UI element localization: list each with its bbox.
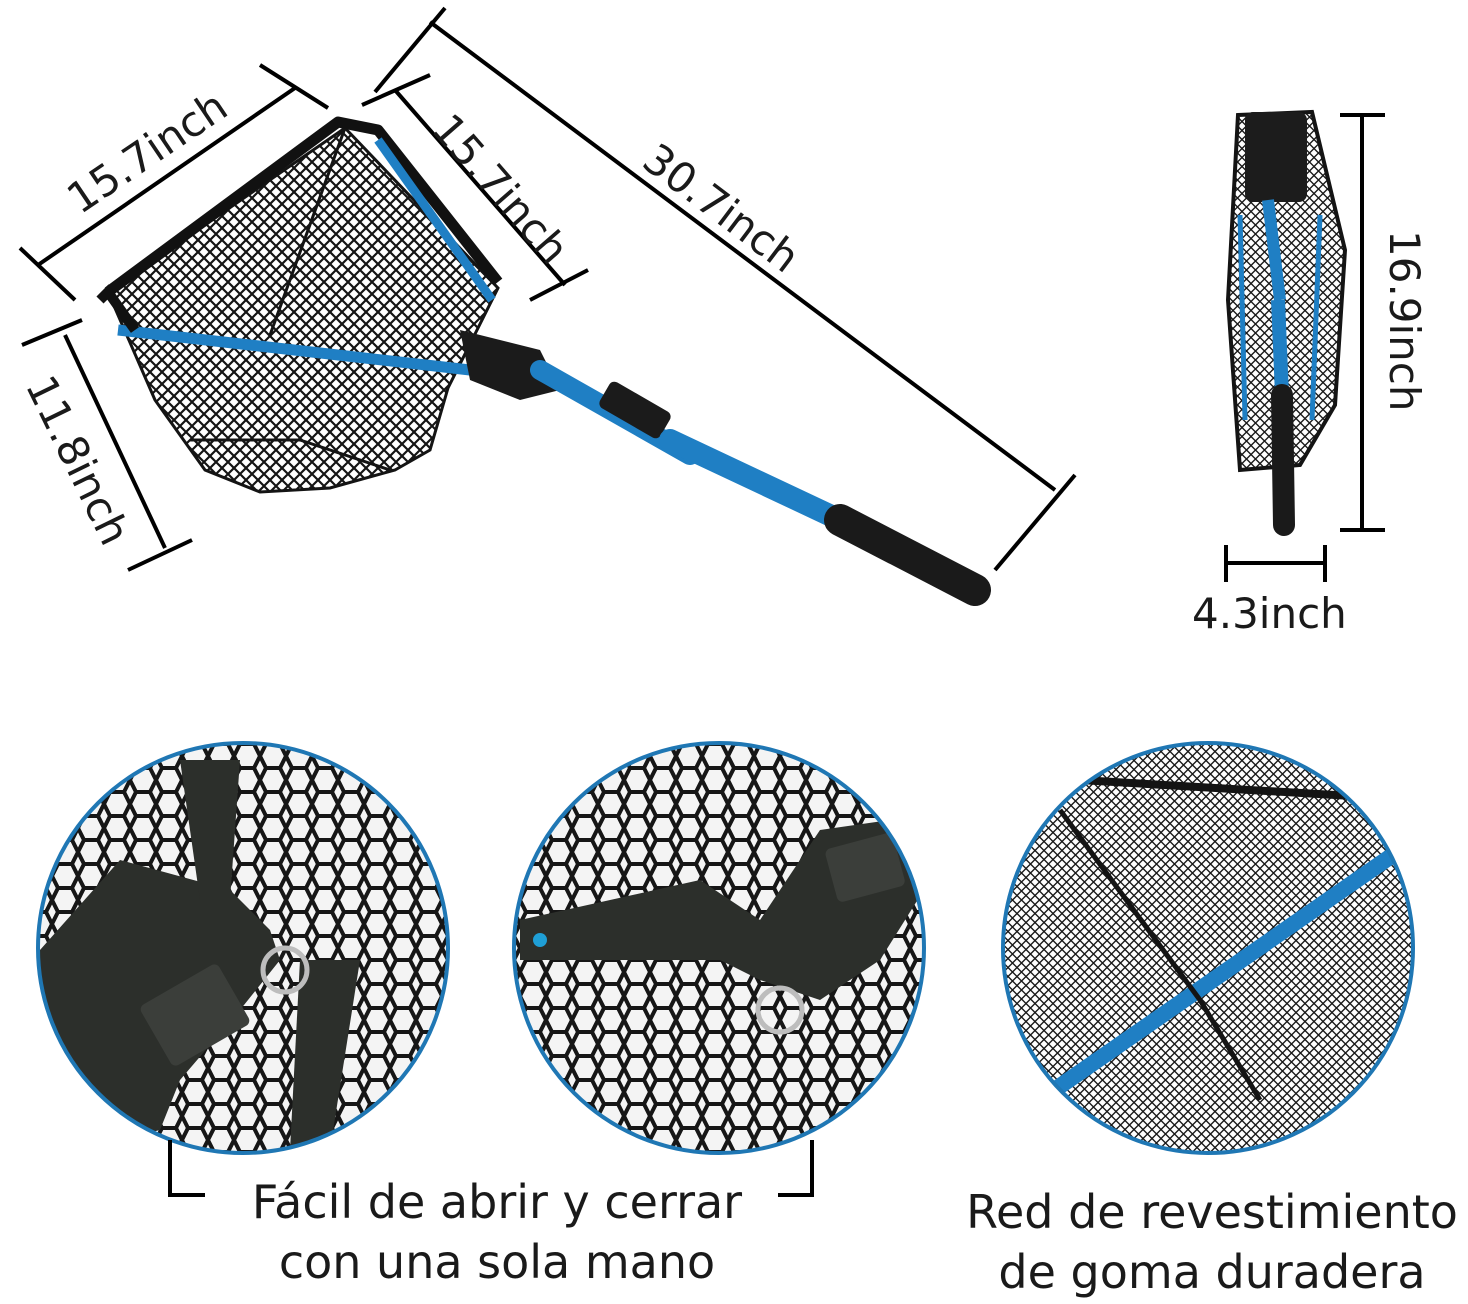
net-handle xyxy=(460,330,991,606)
folded-length-label: 16.9inch xyxy=(1380,230,1429,412)
folded-dimension-lines xyxy=(1224,113,1385,582)
folded-width-label: 4.3inch xyxy=(1192,589,1347,638)
hoop-top-width-label: 15.7inch xyxy=(58,81,236,223)
one-hand-caption-line1: Fácil de abrir y cerrar xyxy=(252,1175,742,1229)
detail-circle-rubber-net xyxy=(1001,741,1415,1155)
hoop-depth-label: 11.8inch xyxy=(16,368,140,553)
detail-circle-hinge-left xyxy=(36,741,450,1155)
net-hoop xyxy=(96,116,503,494)
caption-bracket xyxy=(168,1140,814,1197)
rubber-net-caption-line2: de goma duradera xyxy=(998,1245,1425,1299)
detail-circle-hinge-center xyxy=(512,741,926,1155)
dimension-lines xyxy=(18,6,1077,572)
total-length-label: 30.7inch xyxy=(634,134,808,282)
extended-landing-net xyxy=(96,116,991,606)
rubber-net-caption-line1: Red de revestimiento xyxy=(966,1185,1458,1239)
folded-landing-net xyxy=(1225,109,1348,536)
one-hand-caption-line2: con una sola mano xyxy=(279,1235,715,1289)
